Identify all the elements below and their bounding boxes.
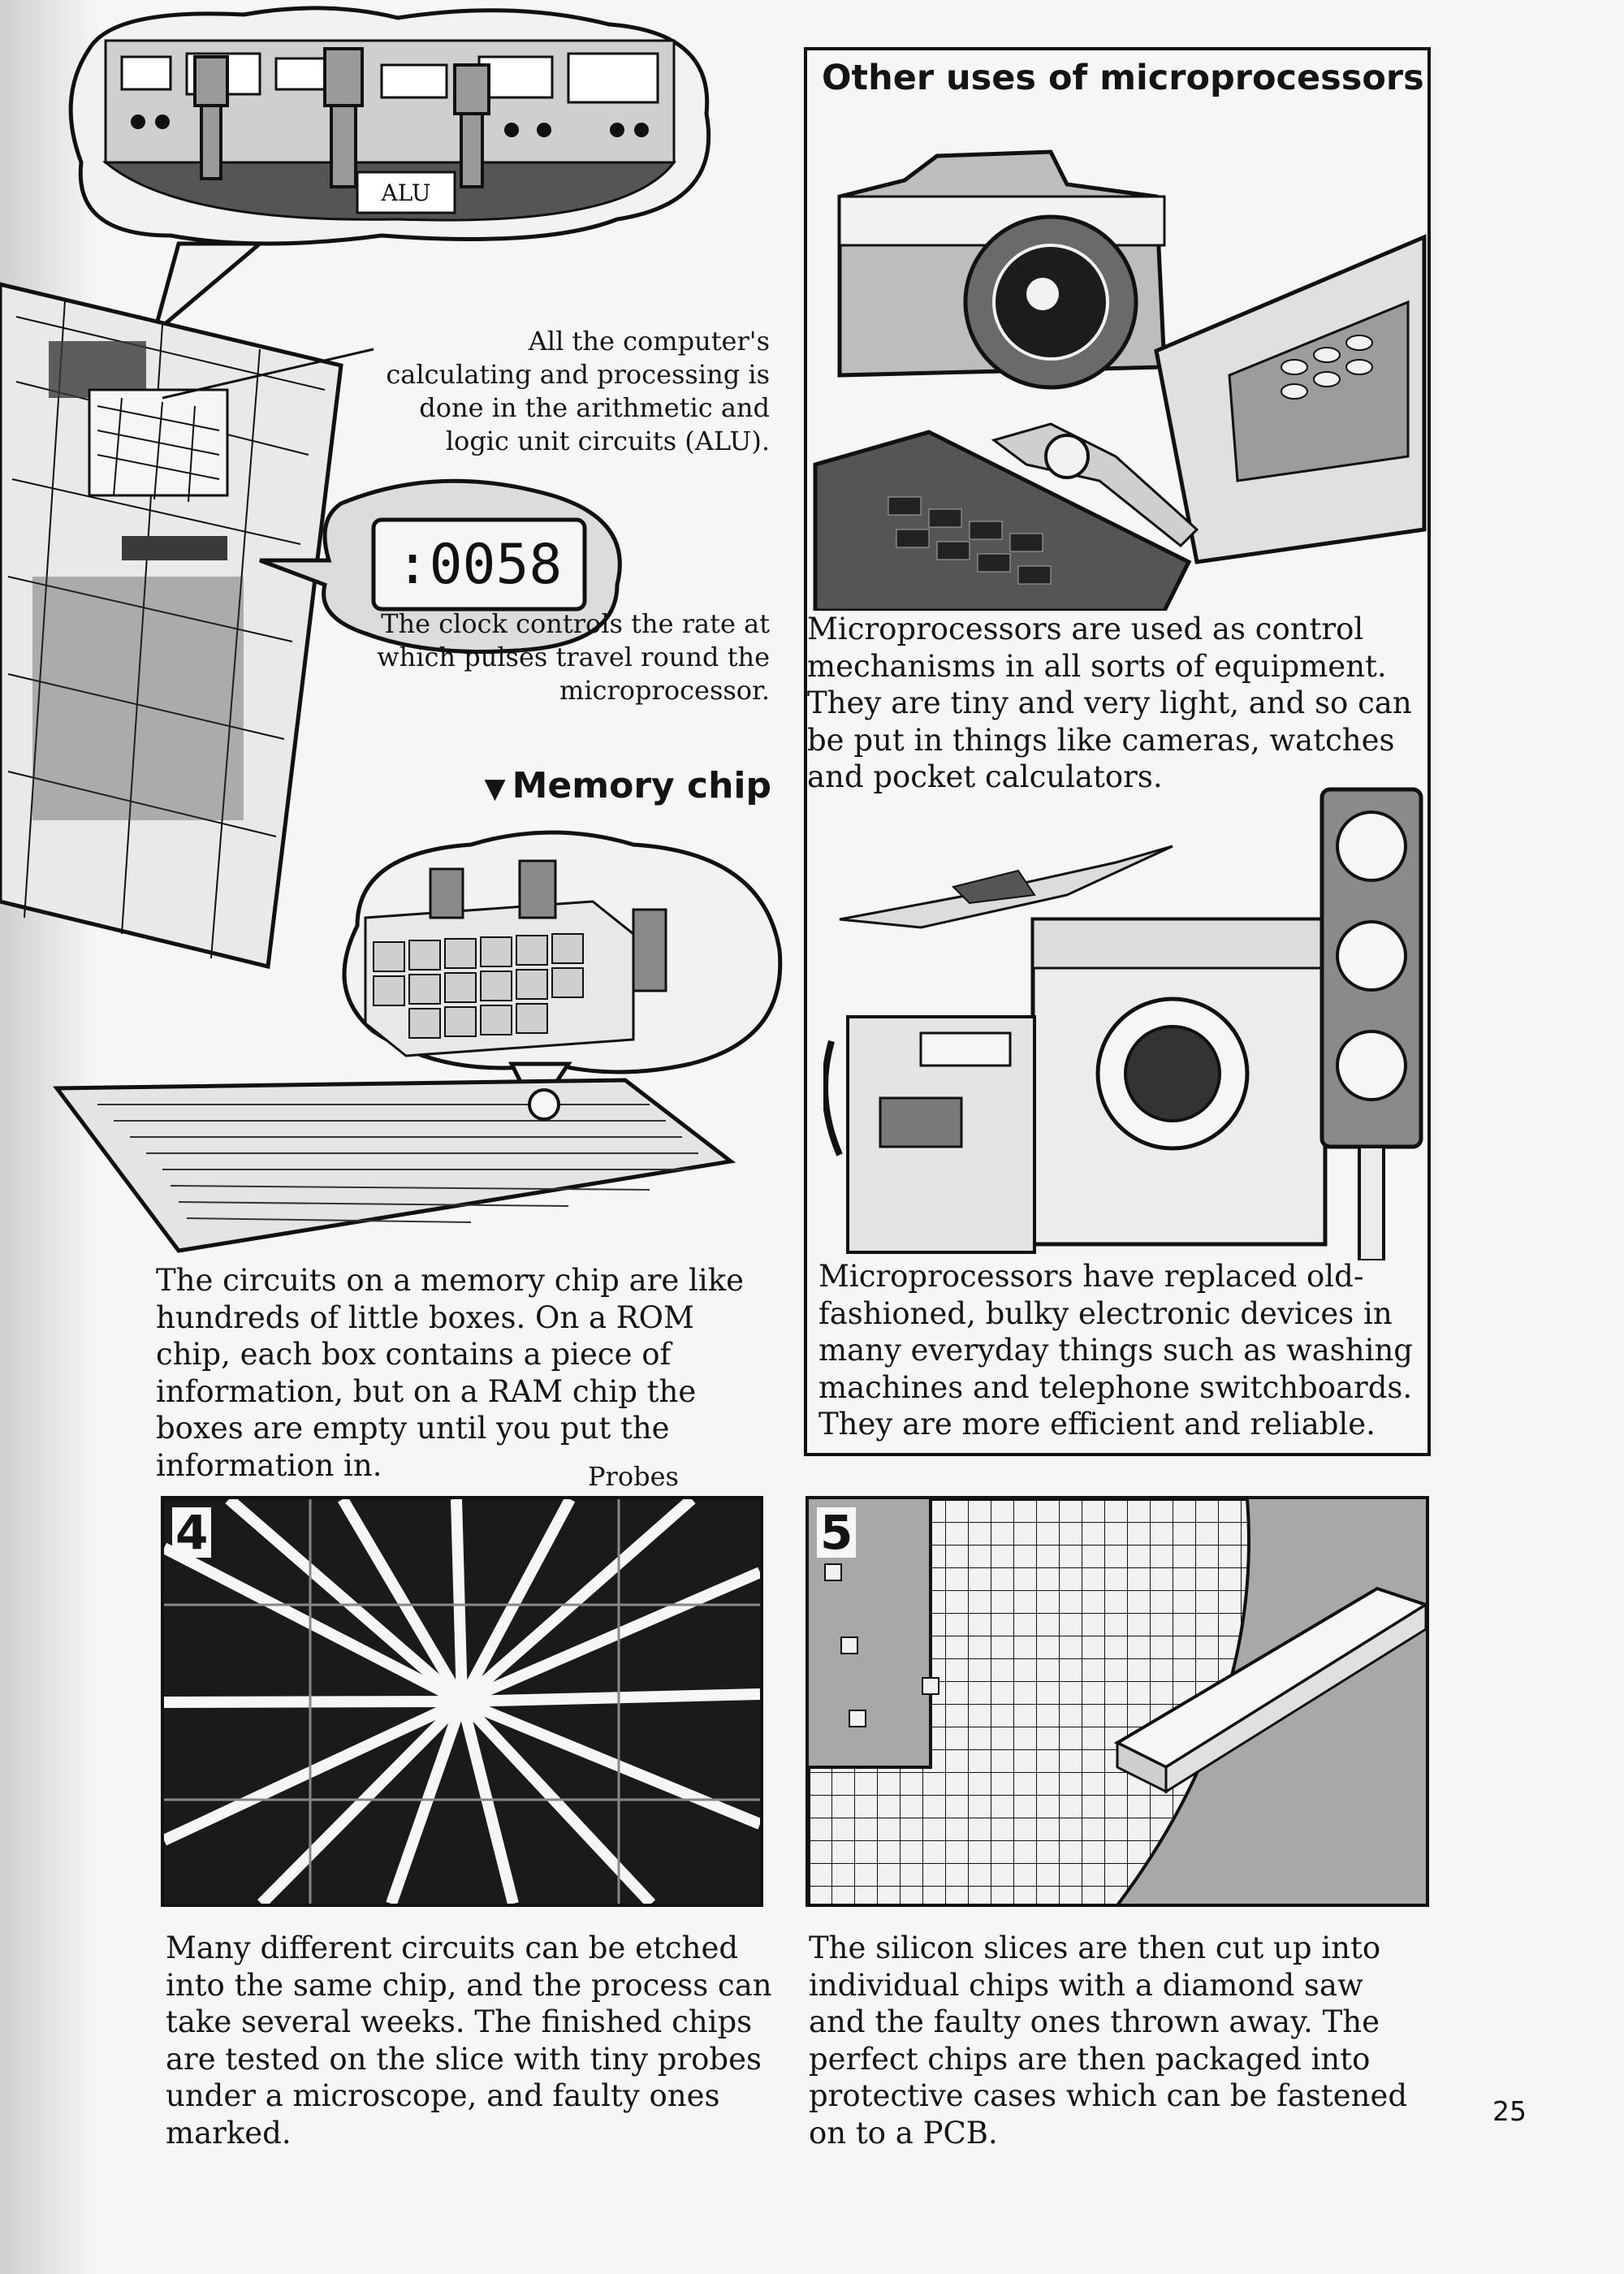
memory-chip-heading: ▼Memory chip: [455, 765, 771, 810]
memory-chip-heading-text: Memory chip: [512, 765, 771, 806]
circuit-board-illustration: [0, 268, 390, 983]
other-uses-text-1: Microprocessors are used as control mech…: [807, 612, 1412, 794]
alu-leader-line: [162, 341, 406, 414]
page-number: 25: [1492, 2095, 1527, 2127]
memory-chip-text: The circuits on a memory chip are like h…: [156, 1263, 745, 1483]
step-5-text: The silicon slices are then cut up into …: [809, 1930, 1408, 2151]
alu-label: ALU: [381, 179, 431, 206]
other-uses-text-2: Microprocessors have replaced old-fashio…: [818, 1259, 1413, 1442]
clock-caption: The clock controls the rate at which pul…: [377, 608, 770, 706]
step-4-number: 4: [172, 1507, 212, 1558]
step-4-frame: 4: [161, 1496, 763, 1907]
other-uses-panel: Other uses of microprocessors: [804, 47, 1431, 1456]
down-triangle-icon: ▼: [484, 772, 506, 805]
silicon-slice-illustration: [809, 1499, 1426, 1904]
memory-chip-bubble: [309, 820, 796, 1129]
alu-robots-illustration: ALU: [57, 0, 739, 382]
step-5-number: 5: [817, 1507, 857, 1558]
step-5-frame: 5: [806, 1496, 1429, 1907]
clock-readout: :0058: [396, 533, 563, 597]
camera-watch-calculator-illustration: [807, 107, 1427, 611]
memory-chip-board-illustration: [32, 1072, 739, 1259]
appliances-illustration: [823, 773, 1424, 1260]
other-uses-title: Other uses of microprocessors: [822, 58, 1424, 98]
probe-rays-illustration: [164, 1499, 760, 1904]
clock-display-bubble: :0058: [244, 471, 633, 666]
step-4-text: Many different circuits can be etched in…: [166, 1930, 772, 2151]
alu-caption: All the computer's calculating and proce…: [386, 326, 770, 456]
probes-label: Probes: [588, 1461, 679, 1492]
